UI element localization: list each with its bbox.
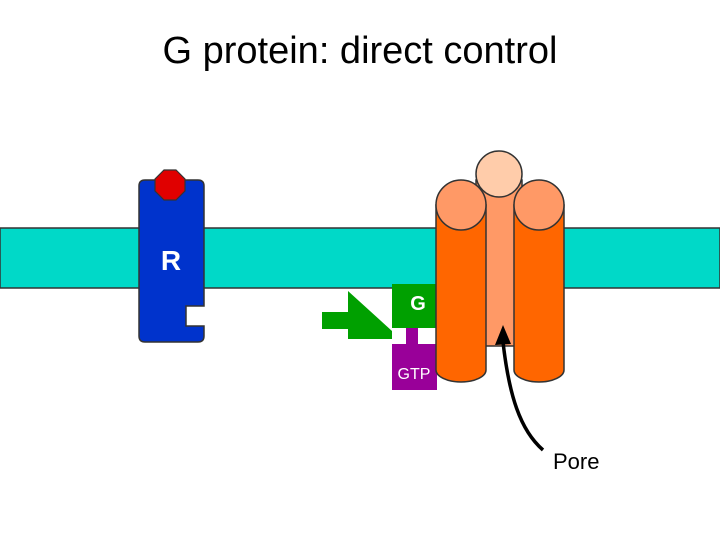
channel-right-column bbox=[513, 204, 565, 383]
g-protein-label: G bbox=[410, 293, 426, 315]
gtp-body bbox=[392, 328, 437, 390]
gtp: GTP bbox=[392, 328, 437, 390]
ion-channel bbox=[435, 150, 565, 383]
receptor: R bbox=[138, 169, 205, 343]
pore-arrow-head bbox=[495, 325, 511, 345]
gtp-label: GTP bbox=[398, 366, 431, 383]
pore-arrow-icon bbox=[495, 325, 545, 452]
pore-arrow-line bbox=[501, 341, 545, 452]
ligand-octagon-icon bbox=[154, 169, 186, 201]
channel-right-top bbox=[513, 179, 565, 231]
pore-label: Pore bbox=[553, 449, 599, 474]
channel-left-column bbox=[435, 204, 487, 383]
cell-membrane bbox=[0, 227, 720, 289]
g-protein-body bbox=[322, 291, 392, 339]
channel-center-top bbox=[475, 150, 523, 198]
channel-left-top bbox=[435, 179, 487, 231]
page-title: G protein: direct control bbox=[162, 30, 558, 72]
receptor-label: R bbox=[161, 245, 181, 276]
receptor-body bbox=[138, 179, 205, 343]
